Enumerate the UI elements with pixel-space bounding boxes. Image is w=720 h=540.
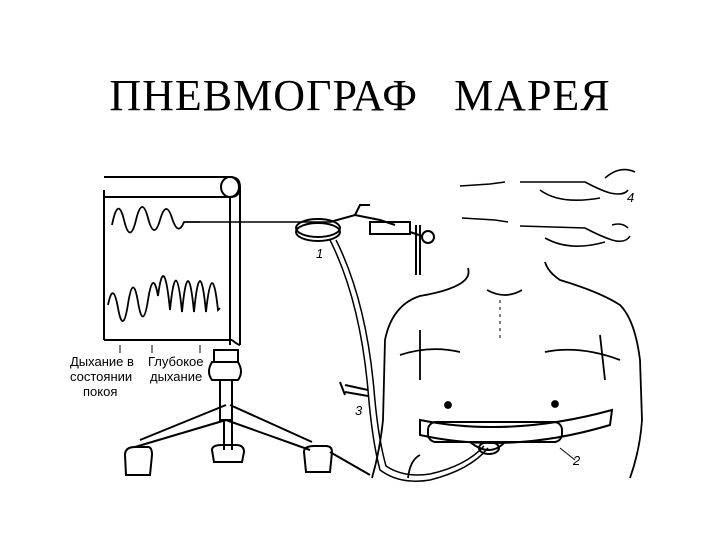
part-label-2: 2 xyxy=(572,453,581,468)
marey-capsule xyxy=(296,205,434,275)
label-deep-line2: дыхание xyxy=(150,369,202,384)
part-label-4: 4 xyxy=(627,190,634,205)
chest-belt xyxy=(420,410,612,460)
deep-breathing-trace xyxy=(108,276,220,321)
label-resting-line3: покоя xyxy=(83,384,117,399)
part-label-3: 3 xyxy=(355,403,363,418)
electrodes xyxy=(460,170,635,247)
rubber-tube xyxy=(330,240,488,481)
label-resting-line1: Дыхание в xyxy=(70,354,134,369)
patient-torso xyxy=(372,262,642,478)
label-resting-line2: состоянии xyxy=(70,369,132,384)
part-label-1: 1 xyxy=(316,246,323,261)
tube-clamp xyxy=(340,382,368,396)
resting-breathing-trace xyxy=(112,207,200,233)
label-deep-line1: Глубокое xyxy=(148,354,204,369)
